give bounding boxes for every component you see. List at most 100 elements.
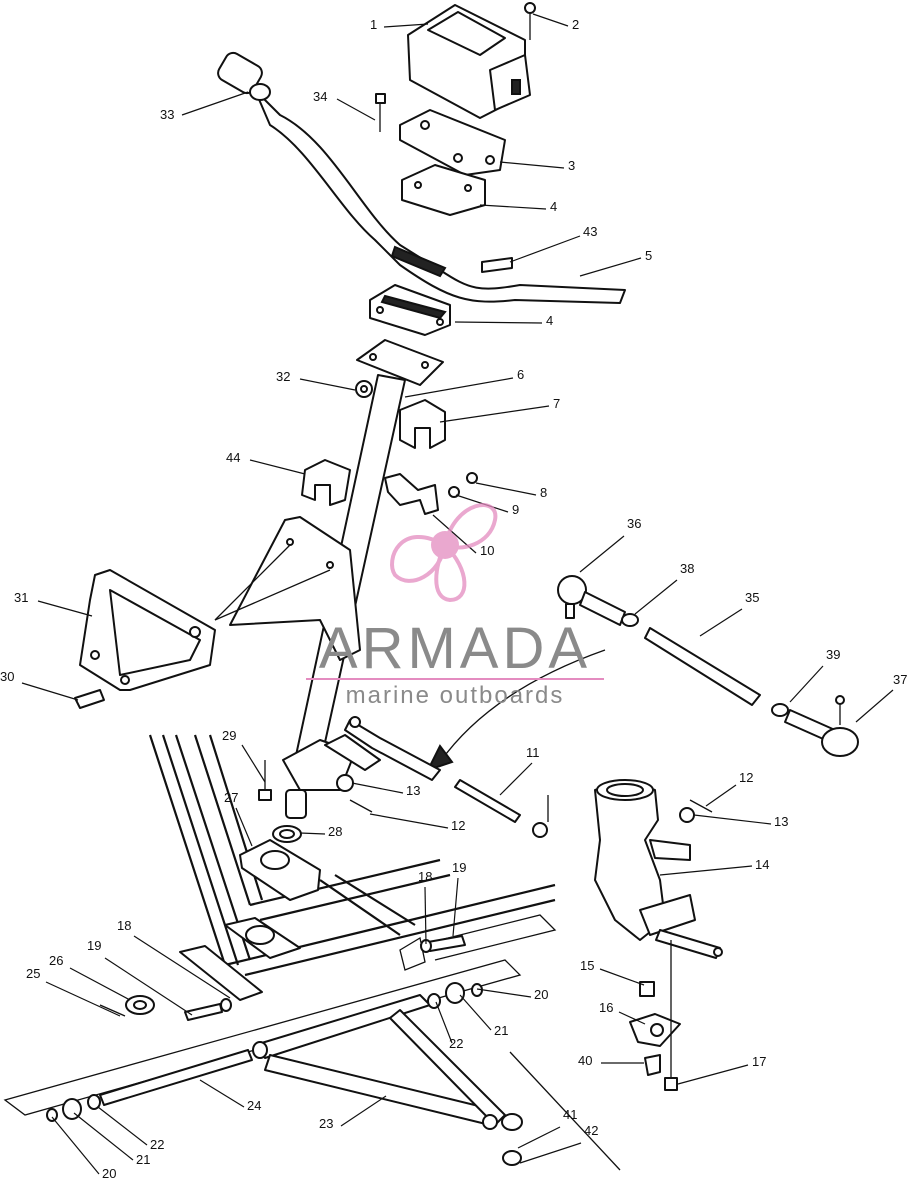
callout-leader-19a — [452, 877, 459, 937]
callout-leader-36 — [579, 535, 625, 573]
callout-leader-35 — [699, 608, 743, 637]
callout-label-18b: 18 — [117, 918, 131, 933]
callout-leader-18b — [133, 935, 231, 999]
callout-label-2: 2 — [572, 17, 579, 32]
callout-label-15: 15 — [580, 958, 594, 973]
callout-leader-4a — [479, 204, 547, 210]
callout-leader-12a — [705, 784, 737, 807]
callout-leader-11 — [499, 762, 533, 796]
decal — [481, 257, 513, 273]
a-arm — [252, 994, 523, 1131]
callout-label-30: 30 — [0, 669, 14, 684]
callout-label-12a: 12 — [739, 770, 753, 785]
callout-label-40: 40 — [578, 1053, 592, 1068]
watermark-tagline: marine outboards — [346, 682, 565, 709]
callout-leader-27 — [235, 807, 253, 847]
callout-label-7: 7 — [553, 396, 560, 411]
callout-leader-13a — [351, 782, 404, 794]
armada-watermark: ARMADA marine outboards — [306, 503, 604, 709]
callout-label-13a: 13 — [406, 783, 420, 798]
upper-clamp-block — [401, 164, 486, 216]
callout-leader-20b — [51, 1116, 100, 1175]
callout-label-12b: 12 — [451, 818, 465, 833]
callout-leader-26 — [69, 967, 131, 1001]
callout-label-34: 34 — [313, 89, 327, 104]
pivot-bolt-29 — [258, 760, 272, 801]
callout-leader-4b — [454, 321, 543, 324]
callout-leader-16 — [618, 1011, 646, 1025]
callout-label-32: 32 — [276, 369, 290, 384]
watermark-brand: ARMADA — [319, 616, 591, 681]
callout-label-22a: 22 — [449, 1036, 463, 1051]
callout-label-41: 41 — [563, 1107, 577, 1122]
a-arm-shaft-24 — [99, 1049, 253, 1106]
callout-label-11: 11 — [526, 745, 540, 760]
callout-leader-24 — [199, 1079, 245, 1108]
callout-leader-14 — [659, 865, 753, 876]
callout-label-10: 10 — [480, 543, 494, 558]
callout-leader-5 — [579, 257, 642, 277]
steering-link — [344, 716, 549, 838]
callout-label-20a: 20 — [534, 987, 548, 1002]
callout-label-29: 29 — [222, 728, 236, 743]
tie-rod-assembly — [557, 575, 859, 757]
callout-label-21a: 21 — [494, 1023, 508, 1038]
callout-label-35: 35 — [745, 590, 759, 605]
callout-leader-7 — [439, 405, 550, 423]
callout-leader-33 — [181, 91, 249, 116]
callout-label-23: 23 — [319, 1116, 333, 1131]
callout-label-4a: 4 — [550, 199, 557, 214]
callout-label-27: 27 — [224, 790, 238, 805]
callout-leader-28 — [299, 832, 326, 835]
callout-label-28: 28 — [328, 824, 342, 839]
callout-leader-15 — [599, 968, 645, 986]
callout-leader-21b — [73, 1112, 134, 1161]
callout-leader-37 — [855, 689, 894, 723]
callout-leader-22b — [97, 1106, 148, 1146]
callout-label-39: 39 — [826, 647, 840, 662]
steering-base-bracket — [239, 825, 321, 945]
assembly-arrow — [426, 649, 606, 772]
callout-leader-6 — [404, 377, 514, 398]
callout-label-42: 42 — [584, 1123, 598, 1138]
callout-leader-1 — [383, 23, 429, 28]
spindle — [594, 779, 723, 959]
callout-label-37: 37 — [893, 672, 907, 687]
callout-leader-31 — [37, 600, 93, 617]
callout-label-19a: 19 — [452, 860, 466, 875]
callout-label-31: 31 — [14, 590, 28, 605]
callout-leader-21a — [459, 994, 492, 1031]
callout-leader-34 — [336, 98, 376, 121]
callout-label-3: 3 — [568, 158, 575, 173]
callout-label-9: 9 — [512, 502, 519, 517]
callout-leader-18a — [424, 886, 427, 945]
callout-label-4b: 4 — [546, 313, 553, 328]
callout-label-24: 24 — [247, 1098, 261, 1113]
callout-label-8: 8 — [540, 485, 547, 500]
callout-label-19b: 19 — [87, 938, 101, 953]
handlebar — [217, 51, 626, 304]
spindle-hardware — [629, 940, 681, 1091]
callout-label-20b: 20 — [102, 1166, 116, 1180]
callout-label-33: 33 — [160, 107, 174, 122]
callout-label-36: 36 — [627, 516, 641, 531]
callout-leader-2 — [532, 13, 569, 27]
post-bracket-clip — [384, 472, 478, 515]
callout-leader-38 — [634, 579, 678, 615]
steering-support-bracket — [74, 569, 216, 709]
console-panel — [214, 516, 361, 661]
callout-leader-29 — [241, 744, 266, 783]
callout-leader-44 — [249, 459, 306, 475]
callout-leader-30 — [21, 682, 79, 701]
callout-leader-41 — [517, 1126, 561, 1149]
callout-label-25: 25 — [26, 966, 40, 981]
callout-label-43: 43 — [583, 224, 597, 239]
callout-label-17: 17 — [752, 1054, 766, 1069]
callout-label-13b: 13 — [774, 814, 788, 829]
callout-leader-23 — [340, 1095, 387, 1127]
callout-label-21b: 21 — [136, 1152, 150, 1167]
callout-leader-22a — [435, 1001, 453, 1044]
callout-label-5: 5 — [645, 248, 652, 263]
